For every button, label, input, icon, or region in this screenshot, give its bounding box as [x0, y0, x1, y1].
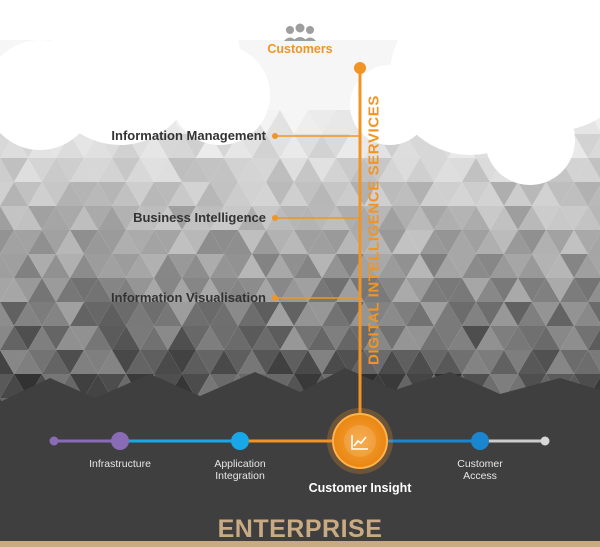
timeline-end-dot — [540, 436, 550, 446]
timeline-node-infrastructure — [111, 432, 129, 450]
timeline-node-integration — [231, 432, 249, 450]
timeline-node-access — [471, 432, 489, 450]
timeline-start-dot — [49, 436, 59, 446]
top-node — [354, 62, 366, 74]
service-information-visualisation: Information Visualisation — [110, 290, 266, 305]
chart-icon — [351, 435, 368, 450]
service-node-0 — [272, 133, 278, 139]
service-node-1 — [272, 215, 278, 221]
timeline-label-infrastructure: Infrastructure — [89, 458, 151, 470]
footer-bar — [0, 541, 600, 547]
timeline-label-access: Customer Access — [457, 458, 503, 482]
service-information-management: Information Management — [111, 128, 266, 143]
timeline-label-integration: Application Integration — [214, 458, 266, 482]
insight-node — [332, 413, 388, 469]
enterprise-title: ENTERPRISE — [217, 515, 383, 543]
dark-band — [0, 368, 600, 547]
digital-intelligence-label: DIGITAL INTELLIGENCE SERVICES — [365, 95, 383, 365]
customers-title: Customers — [267, 42, 333, 56]
service-node-2 — [272, 295, 278, 301]
service-business-intelligence: Business Intelligence — [133, 210, 266, 225]
clouds — [0, 0, 600, 185]
timeline-label-insight: Customer Insight — [308, 481, 412, 495]
users-icon — [284, 23, 316, 41]
